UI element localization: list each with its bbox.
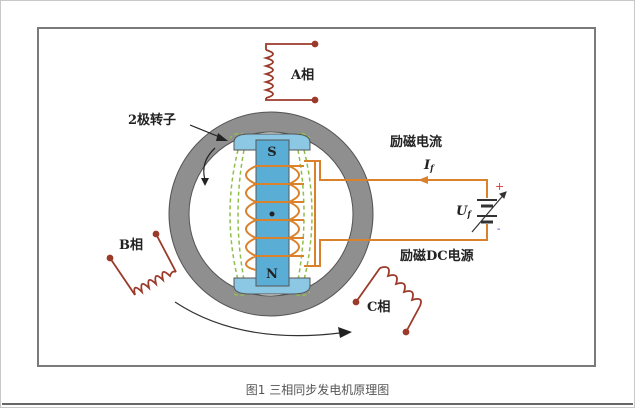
pole-n-label: N [266, 267, 278, 282]
rotation-direction-arrow [174, 301, 341, 337]
divider [2, 403, 633, 405]
phase-a-label: A相 [290, 67, 314, 83]
rotor-label: 2极转子 [128, 112, 176, 128]
plus-sign: + [495, 180, 504, 193]
stator-ring [168, 111, 374, 317]
current-arrow-icon [418, 176, 428, 184]
phase-a-coil [262, 40, 319, 104]
dc-source-battery-icon [471, 191, 507, 233]
phase-c-label: C相 [367, 299, 390, 315]
rotor-pointer-line [189, 124, 223, 139]
current-symbol: If [423, 158, 435, 173]
phase-b-coil [106, 230, 177, 296]
rotor-rotation-arrow [203, 147, 216, 181]
figure-caption: 图1 三相同步发电机原理图 [245, 383, 390, 397]
rotor-pointer-arrowhead-icon [216, 133, 228, 141]
voltage-symbol: Uf [456, 204, 472, 219]
pole-s-label: S [267, 145, 276, 160]
rotor-arrowhead-icon [201, 178, 209, 186]
phase-c-coil [352, 266, 422, 336]
excitation-current-label: 励磁电流 [390, 134, 442, 150]
dc-source-label: 励磁DC电源 [400, 248, 474, 264]
phase-b-label: B相 [119, 237, 143, 253]
rotation-arrowhead-icon [338, 327, 352, 338]
rotor: S N [233, 133, 311, 295]
minus-sign: - [497, 224, 500, 235]
